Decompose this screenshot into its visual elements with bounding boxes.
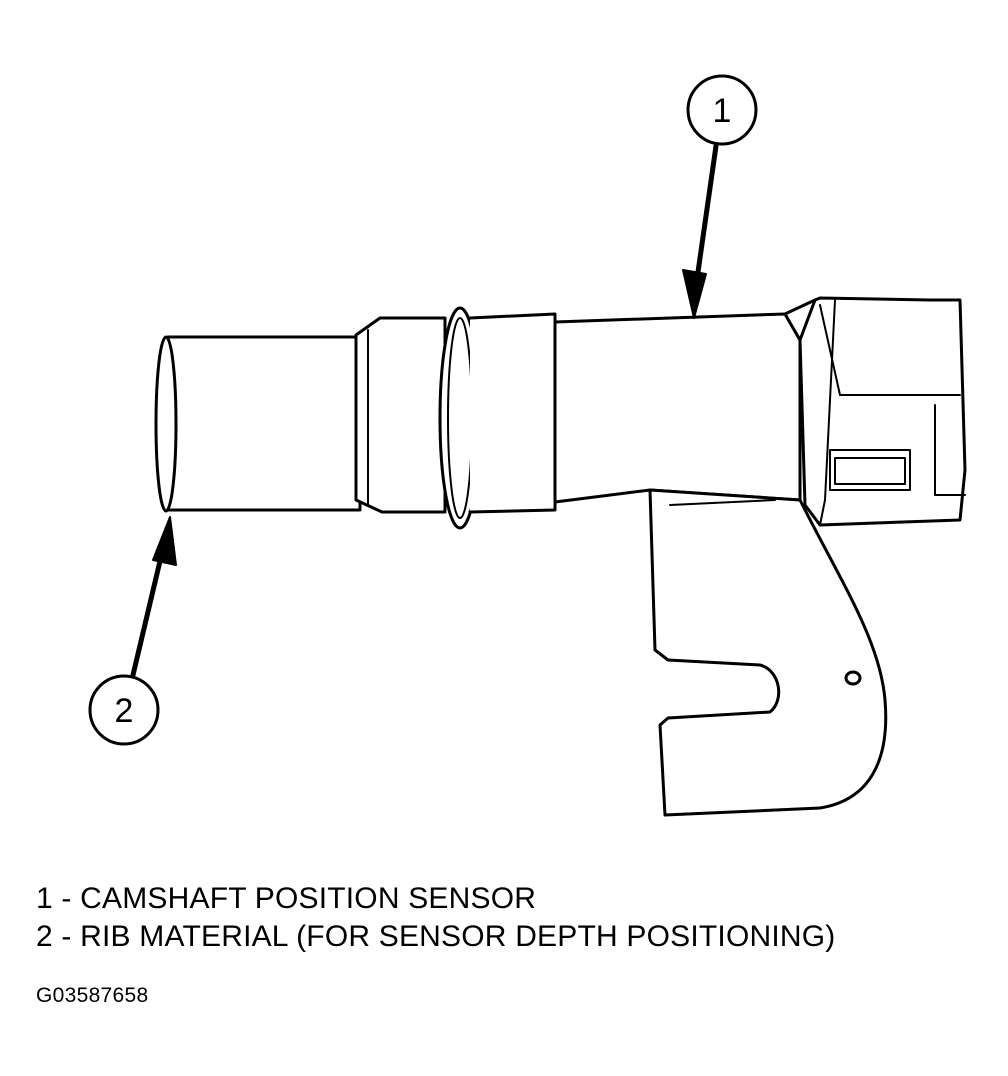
legend: 1 - CAMSHAFT POSITION SENSOR 2 - RIB MAT… [36,880,986,956]
callout-1 [682,74,758,319]
figure-id: G03587658 [36,984,149,1007]
sensor-tip [154,335,362,513]
legend-item-1: 1 - CAMSHAFT POSITION SENSOR [36,882,537,915]
mounting-bracket [648,488,888,817]
callout-2 [88,516,177,746]
callout-1-number: 1 [713,92,732,130]
callout-2-number: 2 [115,692,134,730]
legend-item-2: 2 - RIB MATERIAL (FOR SENSOR DEPTH POSIT… [36,920,836,953]
rib-material [354,306,557,530]
sensor-diagram: 1 2 [88,74,967,817]
connector [783,296,967,527]
sensor-body [553,312,802,504]
